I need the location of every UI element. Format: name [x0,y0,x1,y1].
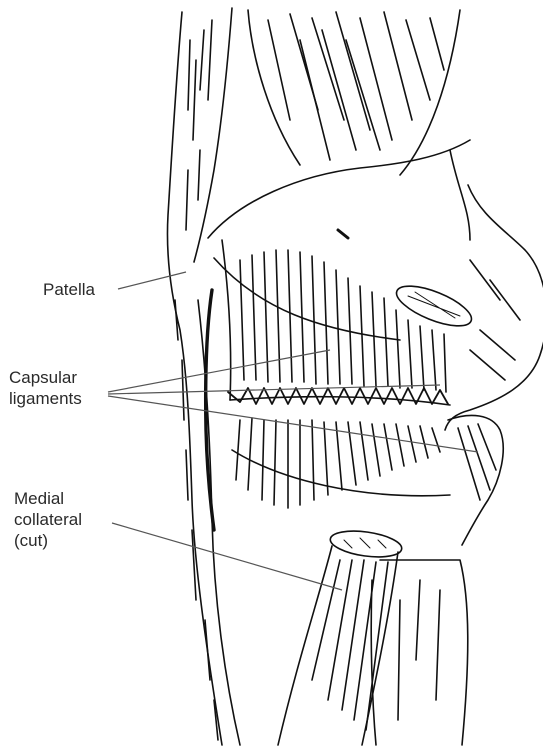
medial-label-line-3: (cut) [14,530,82,551]
capsular-ligament-fibers [214,240,450,508]
patella-label: Patella [43,279,95,300]
leader-capsular-3 [108,396,478,452]
quadriceps-muscle [208,10,470,238]
leader-capsular-1 [108,350,330,392]
leader-patella [118,272,186,289]
cut-tendon-upper [392,278,477,334]
femoral-condyle [338,150,543,430]
medial-collateral-label: Medial collateral (cut) [14,488,82,551]
leader-medial [112,523,342,590]
patellar-tendon [168,8,241,745]
tibial-plateau [448,415,503,545]
capsular-label-line-2: ligaments [9,388,82,409]
joint-incision [206,290,214,530]
capsular-label-line-1: Capsular [9,367,82,388]
leader-lines [108,272,478,590]
medial-label-line-2: collateral [14,509,82,530]
tibia [371,560,468,745]
capsular-ligaments-label: Capsular ligaments [9,367,82,409]
medial-label-line-1: Medial [14,488,82,509]
